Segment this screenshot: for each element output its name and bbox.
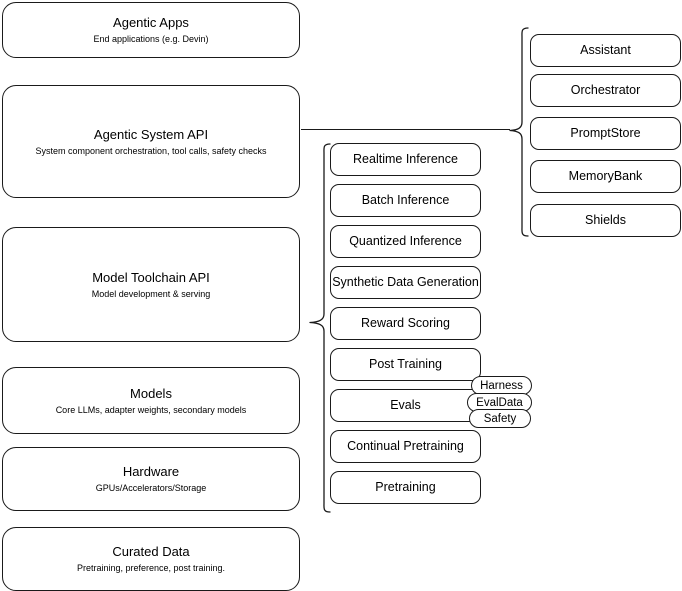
layer-title: Models xyxy=(130,385,172,401)
layer-title: Curated Data xyxy=(112,544,190,559)
toolchain-box-batch-inference[interactable]: Batch Inference xyxy=(330,184,481,217)
layer-title: Hardware xyxy=(122,464,180,479)
system-box-promptstore[interactable]: PromptStore xyxy=(530,117,681,150)
system-box-memorybank[interactable]: MemoryBank xyxy=(530,160,681,193)
layer-box-hardware[interactable]: Hardware GPUs/Accelerators/Storage xyxy=(2,447,300,511)
system-label: PromptStore xyxy=(570,126,641,140)
toolchain-box-realtime-inference[interactable]: Realtime Inference xyxy=(330,143,481,176)
layer-subtitle: GPUs/Accelerators/Storage xyxy=(95,483,207,493)
system-box-orchestrator[interactable]: Orchestrator xyxy=(530,74,681,107)
layer-title: Model Toolchain API xyxy=(92,269,210,285)
eval-pill-label: EvalData xyxy=(476,396,523,409)
toolchain-box-continual-pretraining[interactable]: Continual Pretraining xyxy=(330,430,481,463)
toolchain-box-post-training[interactable]: Post Training xyxy=(330,348,481,381)
layer-title: Agentic Apps xyxy=(113,15,189,30)
toolchain-box-evals[interactable]: Evals xyxy=(330,389,481,422)
layer-subtitle: Core LLMs, adapter weights, secondary mo… xyxy=(55,404,247,415)
eval-pill-label: Safety xyxy=(483,412,517,425)
toolchain-label: Synthetic Data Generation xyxy=(332,275,479,289)
connector-system-api-to-components xyxy=(301,129,510,131)
system-label: MemoryBank xyxy=(568,169,643,183)
toolchain-label: Realtime Inference xyxy=(353,152,458,166)
eval-pill-evaldata[interactable]: EvalData xyxy=(467,393,532,412)
bracket-system-components xyxy=(509,27,529,237)
toolchain-label: Batch Inference xyxy=(361,193,450,207)
system-label: Assistant xyxy=(580,43,631,57)
toolchain-label: Reward Scoring xyxy=(361,316,450,330)
layer-subtitle: Model development & serving xyxy=(91,288,211,299)
toolchain-label: Continual Pretraining xyxy=(347,439,464,453)
system-label: Shields xyxy=(585,213,626,227)
eval-pill-safety[interactable]: Safety xyxy=(469,409,531,428)
system-label: Orchestrator xyxy=(570,83,641,97)
toolchain-box-synthetic-data-generation[interactable]: Synthetic Data Generation xyxy=(330,266,481,299)
eval-pill-label: Harness xyxy=(480,379,523,392)
layer-box-agentic-apps[interactable]: Agentic Apps End applications (e.g. Devi… xyxy=(2,2,300,58)
layer-subtitle: End applications (e.g. Devin) xyxy=(93,34,209,44)
toolchain-box-quantized-inference[interactable]: Quantized Inference xyxy=(330,225,481,258)
layer-subtitle: Pretraining, preference, post training. xyxy=(76,563,226,573)
system-box-shields[interactable]: Shields xyxy=(530,204,681,237)
layer-subtitle: System component orchestration, tool cal… xyxy=(35,145,267,156)
toolchain-label: Post Training xyxy=(369,357,442,371)
layer-box-model-toolchain-api[interactable]: Model Toolchain API Model development & … xyxy=(2,227,300,342)
layer-box-agentic-system-api[interactable]: Agentic System API System component orch… xyxy=(2,85,300,198)
layer-box-models[interactable]: Models Core LLMs, adapter weights, secon… xyxy=(2,367,300,434)
toolchain-label: Quantized Inference xyxy=(349,234,462,248)
toolchain-box-pretraining[interactable]: Pretraining xyxy=(330,471,481,504)
bracket-toolchain-components xyxy=(309,143,331,513)
layer-box-curated-data[interactable]: Curated Data Pretraining, preference, po… xyxy=(2,527,300,591)
layer-title: Agentic System API xyxy=(93,126,209,142)
toolchain-label: Pretraining xyxy=(375,480,436,494)
system-box-assistant[interactable]: Assistant xyxy=(530,34,681,67)
toolchain-label: Evals xyxy=(390,398,421,412)
toolchain-box-reward-scoring[interactable]: Reward Scoring xyxy=(330,307,481,340)
